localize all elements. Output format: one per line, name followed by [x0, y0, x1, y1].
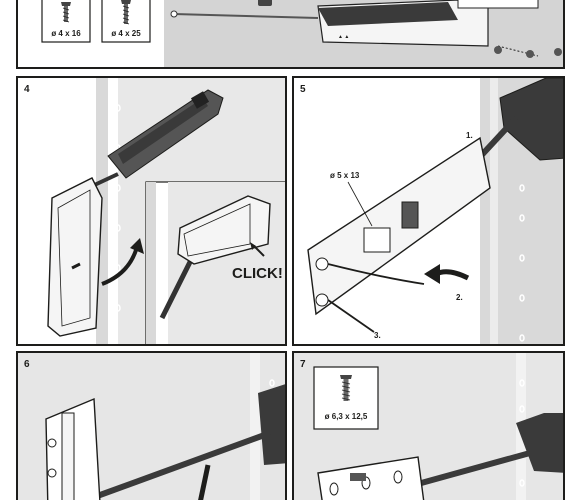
step-4-panel: 4 [16, 76, 287, 346]
side-bracket [45, 397, 101, 500]
step-number: 7 [300, 359, 306, 370]
screw-icon [121, 0, 131, 25]
screw-size-label: ø 4 x 25 [111, 29, 141, 38]
lift-mechanism [87, 89, 224, 190]
mechanism-top: ▲ ▲ [170, 0, 539, 47]
screw-size-label: ø 4 x 16 [51, 29, 81, 38]
arrow-icon [71, 238, 144, 286]
screw-box-2: ø 4 x 25 [101, 0, 151, 43]
screw-icon [61, 2, 71, 23]
screw-icon [494, 45, 562, 58]
step-number: 4 [24, 84, 30, 95]
screw-size-label: ø 5 x 13 [330, 171, 360, 180]
step-number: 5 [300, 84, 306, 95]
step-6-panel: 6 6 [16, 351, 287, 500]
mechanism-housing [77, 384, 285, 500]
front-cover [47, 177, 103, 337]
screw-box-1: ø 4 x 16 [41, 0, 91, 43]
step-marker-3: 3. [374, 331, 381, 340]
step-5-panel: 5 ø 5 x 13 1. 2. 3. [292, 76, 565, 346]
mech-warning-text: ▲ ▲ [338, 34, 349, 40]
inset-detail: CLICK! [145, 181, 285, 344]
step-number-overlay: 6 [24, 359, 30, 370]
arrow-icon [198, 464, 211, 500]
screw-box: ø 6,3 x 12,5 [313, 366, 379, 430]
screw-size-label: ø 6,3 x 12,5 [325, 412, 368, 421]
click-callout: CLICK! [232, 265, 283, 282]
arrow-icon [424, 264, 470, 284]
mechanism-housing [413, 413, 563, 488]
step-7-panel: 7 ø 6,3 x 12,5 [292, 351, 565, 500]
step-marker-2: 2. [456, 293, 463, 302]
screw-icon [340, 375, 352, 401]
step-marker-1: 1. [466, 131, 473, 140]
mounting-plate [307, 136, 491, 316]
top-strip-panel: ø 4 x 16 ø 4 x 25 ▲ ▲ [16, 0, 565, 69]
